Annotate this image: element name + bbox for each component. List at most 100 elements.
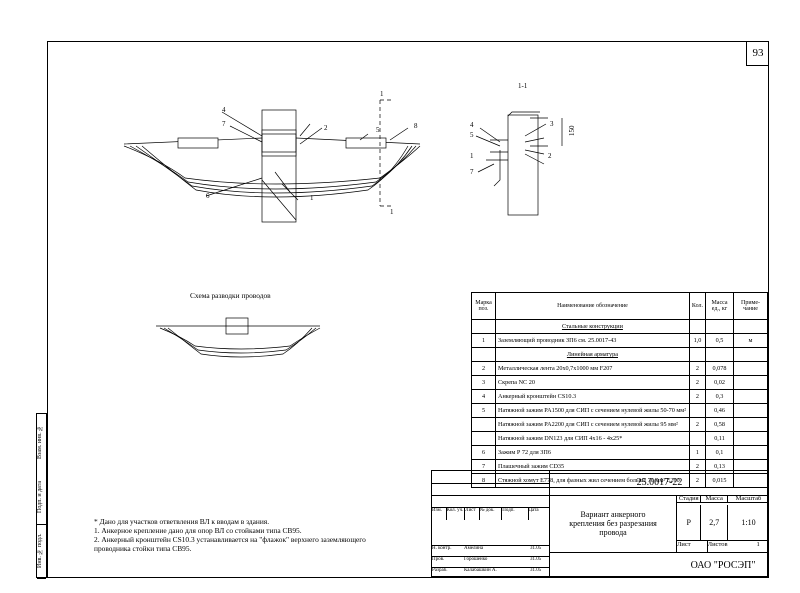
cell-qty: 1 bbox=[688, 445, 707, 460]
cell-pos bbox=[471, 319, 496, 334]
cell-name: Натяжной зажим DN123 для СИП 4х16 - 4х25… bbox=[495, 431, 690, 446]
mass-label: Масса bbox=[701, 495, 728, 503]
col-header-pos: Марка поз. bbox=[471, 292, 496, 320]
cell-pos: 3 bbox=[471, 375, 496, 390]
cell-qty: 2 bbox=[688, 417, 707, 432]
cell-mass: 0,46 bbox=[705, 403, 734, 418]
cell-qty: 2 bbox=[688, 375, 707, 390]
cell-name: Скрепа NC 20 bbox=[495, 375, 690, 390]
callout-5: 5 bbox=[376, 126, 380, 134]
callout-7: 7 bbox=[222, 120, 226, 128]
scheme-title: Схема разводки проводов bbox=[190, 291, 271, 300]
cell-mass bbox=[705, 347, 734, 362]
spec-row: Натяжной зажим PA2200 для СИП с сечением… bbox=[471, 417, 768, 432]
cell-qty: 2 bbox=[688, 389, 707, 404]
cell-qty bbox=[688, 347, 707, 362]
callout-8: 8 bbox=[414, 122, 418, 130]
col-izm: Изм. bbox=[432, 508, 447, 520]
cell-pos: 1 bbox=[471, 333, 496, 348]
cell-qty: 2 bbox=[688, 361, 707, 376]
cell-pos: 8 bbox=[471, 473, 496, 488]
col-sign: Подп. bbox=[502, 508, 529, 520]
cell-mass: 0,02 bbox=[705, 375, 734, 390]
scale-value: 1:10 bbox=[741, 518, 756, 527]
title-block: Изм. Кол. уч. Лист № док. Подп. Дата Н. … bbox=[431, 470, 770, 578]
cell-mass bbox=[705, 319, 734, 334]
callout-2: 2 bbox=[324, 124, 328, 132]
dimension-label: 150 bbox=[568, 125, 576, 136]
cell-mass: 0,5 bbox=[705, 333, 734, 348]
title-block-col-headers: Изм. Кол. уч. Лист № док. Подп. Дата bbox=[432, 507, 550, 520]
spec-row: Линейная арматура bbox=[471, 347, 768, 362]
cell-note bbox=[733, 403, 768, 418]
note-line: 2. Анкерный кронштейн CS10.3 устанавлива… bbox=[94, 535, 366, 544]
callout-2-section: 2 bbox=[548, 152, 552, 160]
col-list: Лист bbox=[465, 508, 480, 520]
callout-1-section: 1 bbox=[470, 152, 474, 160]
cell-name: Заземляющий проводник ЗП6 см. 25.0017-43 bbox=[495, 333, 690, 348]
col-header-qty: Кол. bbox=[688, 292, 707, 320]
cell-note bbox=[733, 445, 768, 460]
drawing-frame bbox=[47, 41, 769, 578]
cell-name: Натяжной зажим PA2200 для СИП с сечением… bbox=[495, 417, 690, 432]
sheet-number: 93 bbox=[746, 41, 769, 66]
cell-pos: 5 bbox=[471, 403, 496, 418]
cell-section: Линейная арматура bbox=[495, 347, 690, 362]
spec-row: Стальные конструкции bbox=[471, 319, 768, 334]
side-stamp: Взам. инв. № Подп. и дата Инв. № подл. bbox=[36, 413, 47, 579]
cell-mass: 0,3 bbox=[705, 389, 734, 404]
note-line: проводника стойки типа СВ95. bbox=[94, 544, 192, 553]
cell-note bbox=[733, 347, 768, 362]
cell-mass: 0,1 bbox=[705, 445, 734, 460]
cell-note bbox=[733, 389, 768, 404]
callout-4-section: 4 bbox=[470, 121, 474, 129]
stage-mass-scale-headers: Стадия Масса Масштаб bbox=[677, 495, 770, 503]
cell-pos: 4 bbox=[471, 389, 496, 404]
stage-label: Стадия bbox=[677, 495, 702, 503]
col-doc: № док. bbox=[480, 508, 503, 520]
stage-mass-scale-values: Р 2,7 1:10 bbox=[677, 505, 769, 540]
cell-name: Зажим Р 72 для ЗП6 bbox=[495, 445, 690, 460]
cell-mass: 0,11 bbox=[705, 431, 734, 446]
note-line: 1. Анкерное крепление дано для опор ВЛ с… bbox=[94, 526, 302, 535]
callout-1: 1 bbox=[310, 194, 314, 202]
cell-note bbox=[733, 361, 768, 376]
signer-row: Разраб.Калабашкин А.31.05 bbox=[432, 567, 550, 578]
cell-mass: 0,078 bbox=[705, 361, 734, 376]
doc-title: Вариант анкерного крепления без разрезан… bbox=[550, 495, 677, 553]
doc-code: 25.0017-22 bbox=[550, 471, 769, 496]
callout-3-section: 3 bbox=[550, 120, 554, 128]
callout-7-section: 7 bbox=[470, 168, 474, 176]
col-header-mass: Масса ед., кг bbox=[705, 292, 734, 320]
spec-header-row: Марка поз. Наименование обозначение Кол.… bbox=[471, 292, 768, 320]
col-date: Дата bbox=[528, 508, 539, 513]
col-header-note: Приме- чание bbox=[733, 292, 768, 320]
callout-5-section: 5 bbox=[470, 131, 474, 139]
cell-note bbox=[733, 431, 768, 446]
cell-mass: 0,58 bbox=[705, 417, 734, 432]
cell-section: Стальные конструкции bbox=[495, 319, 690, 334]
col-kol-uch: Кол. уч. bbox=[447, 508, 466, 520]
cell-note bbox=[733, 319, 768, 334]
cell-pos: 6 bbox=[471, 445, 496, 460]
mass-value: 2,7 bbox=[701, 505, 728, 540]
sheets-count: 1 bbox=[756, 541, 760, 548]
cell-pos bbox=[471, 417, 496, 432]
cell-pos bbox=[471, 347, 496, 362]
cell-name: Анкерный кронштейн CS10.3 bbox=[495, 389, 690, 404]
cell-note bbox=[733, 375, 768, 390]
company-name: ОАО "РОСЭП" bbox=[690, 560, 756, 571]
specification-table: Марка поз. Наименование обозначение Кол.… bbox=[471, 292, 768, 488]
callout-4: 4 bbox=[222, 106, 226, 114]
cell-qty bbox=[688, 319, 707, 334]
spec-row: Натяжной зажим DN123 для СИП 4х16 - 4х25… bbox=[471, 431, 768, 446]
cell-qty bbox=[688, 403, 707, 418]
sheet-label: Лист bbox=[677, 541, 708, 552]
callout-6: 6 bbox=[206, 192, 210, 200]
cell-qty: 1,0 bbox=[688, 333, 707, 348]
